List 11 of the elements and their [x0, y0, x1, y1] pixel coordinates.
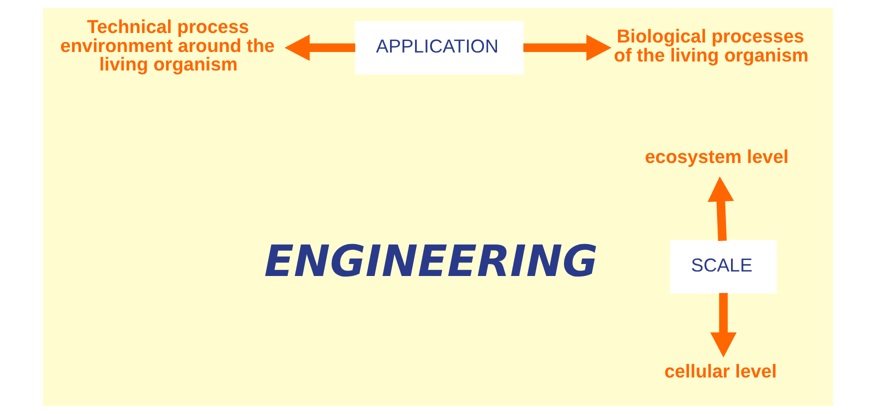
node-box: SCALE	[670, 240, 777, 294]
node-text: cellular level	[664, 360, 777, 382]
arrow	[523, 34, 612, 61]
node-text: Biological processes of the living organism	[614, 26, 809, 66]
arrow	[284, 34, 356, 61]
arrow	[710, 293, 737, 358]
node-text: Technical process environment around the living organism	[60, 16, 275, 75]
node-box: APPLICATION	[355, 21, 524, 74]
arrow	[708, 176, 734, 241]
node-text: ecosystem level	[644, 146, 789, 167]
label: ENGINEERING	[264, 237, 598, 288]
